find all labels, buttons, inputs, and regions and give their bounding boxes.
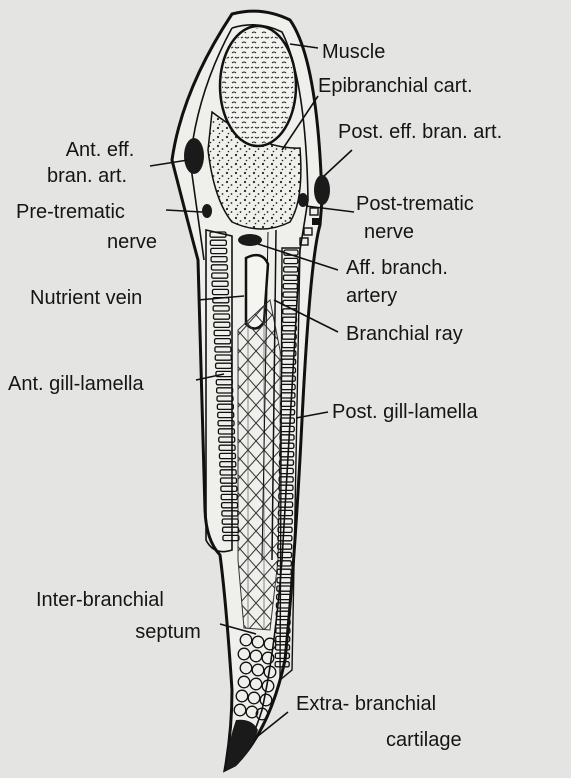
- label-inter-branchial-line2: septum: [116, 620, 220, 644]
- label-post-eff-bran-art: Post. eff. bran. art.: [338, 120, 502, 144]
- label-extra-branchial-line2: cartilage: [386, 728, 462, 752]
- label-extra-branchial-line1: Extra- branchial: [296, 692, 436, 716]
- label-post-gill-lamella: Post. gill-lamella: [332, 400, 478, 424]
- pre-trematic-nerve-shape: [202, 204, 212, 218]
- label-post-trematic-line1: Post-trematic: [356, 192, 474, 216]
- post-trematic-nerve-shape: [298, 193, 308, 207]
- label-muscle: Muscle: [322, 40, 385, 64]
- label-ant-gill-lamella: Ant. gill-lamella: [8, 372, 144, 396]
- label-ant-eff-line2: bran. art.: [24, 164, 150, 188]
- label-pre-trematic-line1: Pre-trematic: [16, 200, 125, 224]
- label-epibranchial-cart: Epibranchial cart.: [318, 74, 473, 98]
- label-branchial-ray: Branchial ray: [346, 322, 463, 346]
- label-pre-trematic-line2: nerve: [84, 230, 180, 254]
- label-aff-branch-line1: Aff. branch.: [346, 256, 448, 280]
- label-nutrient-vein: Nutrient vein: [30, 286, 142, 310]
- ant-eff-bran-art-shape: [184, 138, 204, 174]
- label-aff-branch-line2: artery: [346, 284, 397, 308]
- label-ant-eff-line1: Ant. eff.: [40, 138, 160, 162]
- leader-post-eff: [324, 150, 352, 176]
- post-eff-bran-art-shape: [314, 175, 330, 205]
- label-post-trematic-line2: nerve: [364, 220, 414, 244]
- interbranchial-mesh: [238, 300, 282, 630]
- label-inter-branchial-line1: Inter-branchial: [36, 588, 164, 612]
